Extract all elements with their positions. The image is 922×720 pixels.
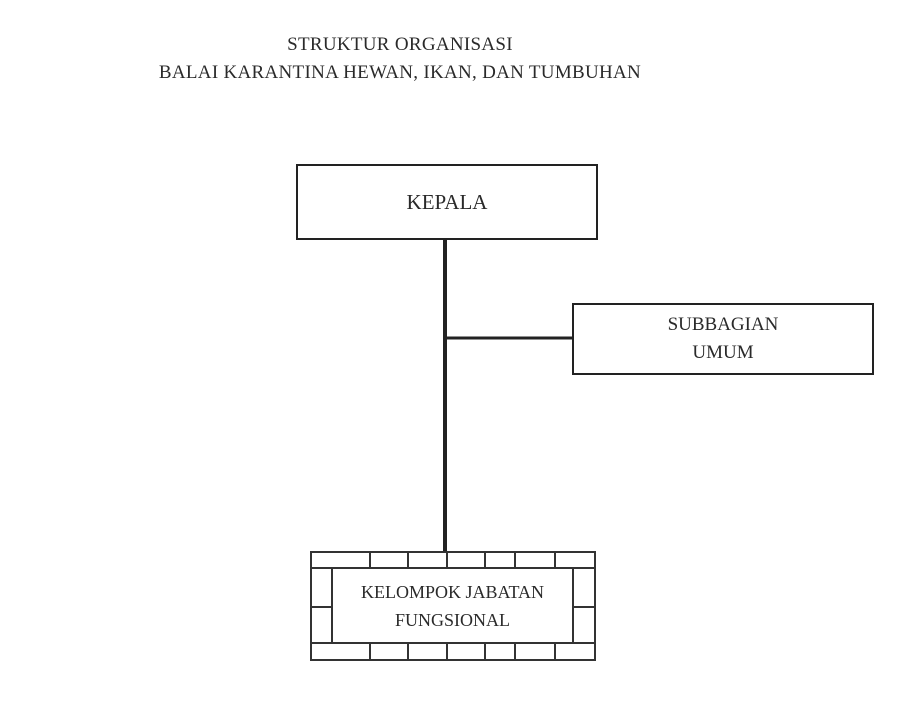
node-kepala: KEPALA (296, 164, 598, 240)
node-kelompok-jabatan-fungsional: KELOMPOK JABATAN FUNGSIONAL (332, 568, 573, 643)
brick-border (310, 551, 596, 661)
node-fungsional-line2: FUNGSIONAL (394, 609, 510, 630)
node-subbagian-line2: UMUM (692, 342, 754, 363)
chart-title-line2: BALAI KARANTINA HEWAN, IKAN, DAN TUMBUHA… (158, 62, 642, 83)
node-kepala-label: KEPALA (406, 190, 488, 214)
node-subbagian-line1: SUBBAGIAN (667, 314, 779, 335)
node-fungsional-line1: KELOMPOK JABATAN (360, 581, 545, 602)
node-subbagian-umum: SUBBAGIAN UMUM (572, 303, 874, 375)
chart-title-line1: STRUKTUR ORGANISASI (287, 34, 513, 55)
